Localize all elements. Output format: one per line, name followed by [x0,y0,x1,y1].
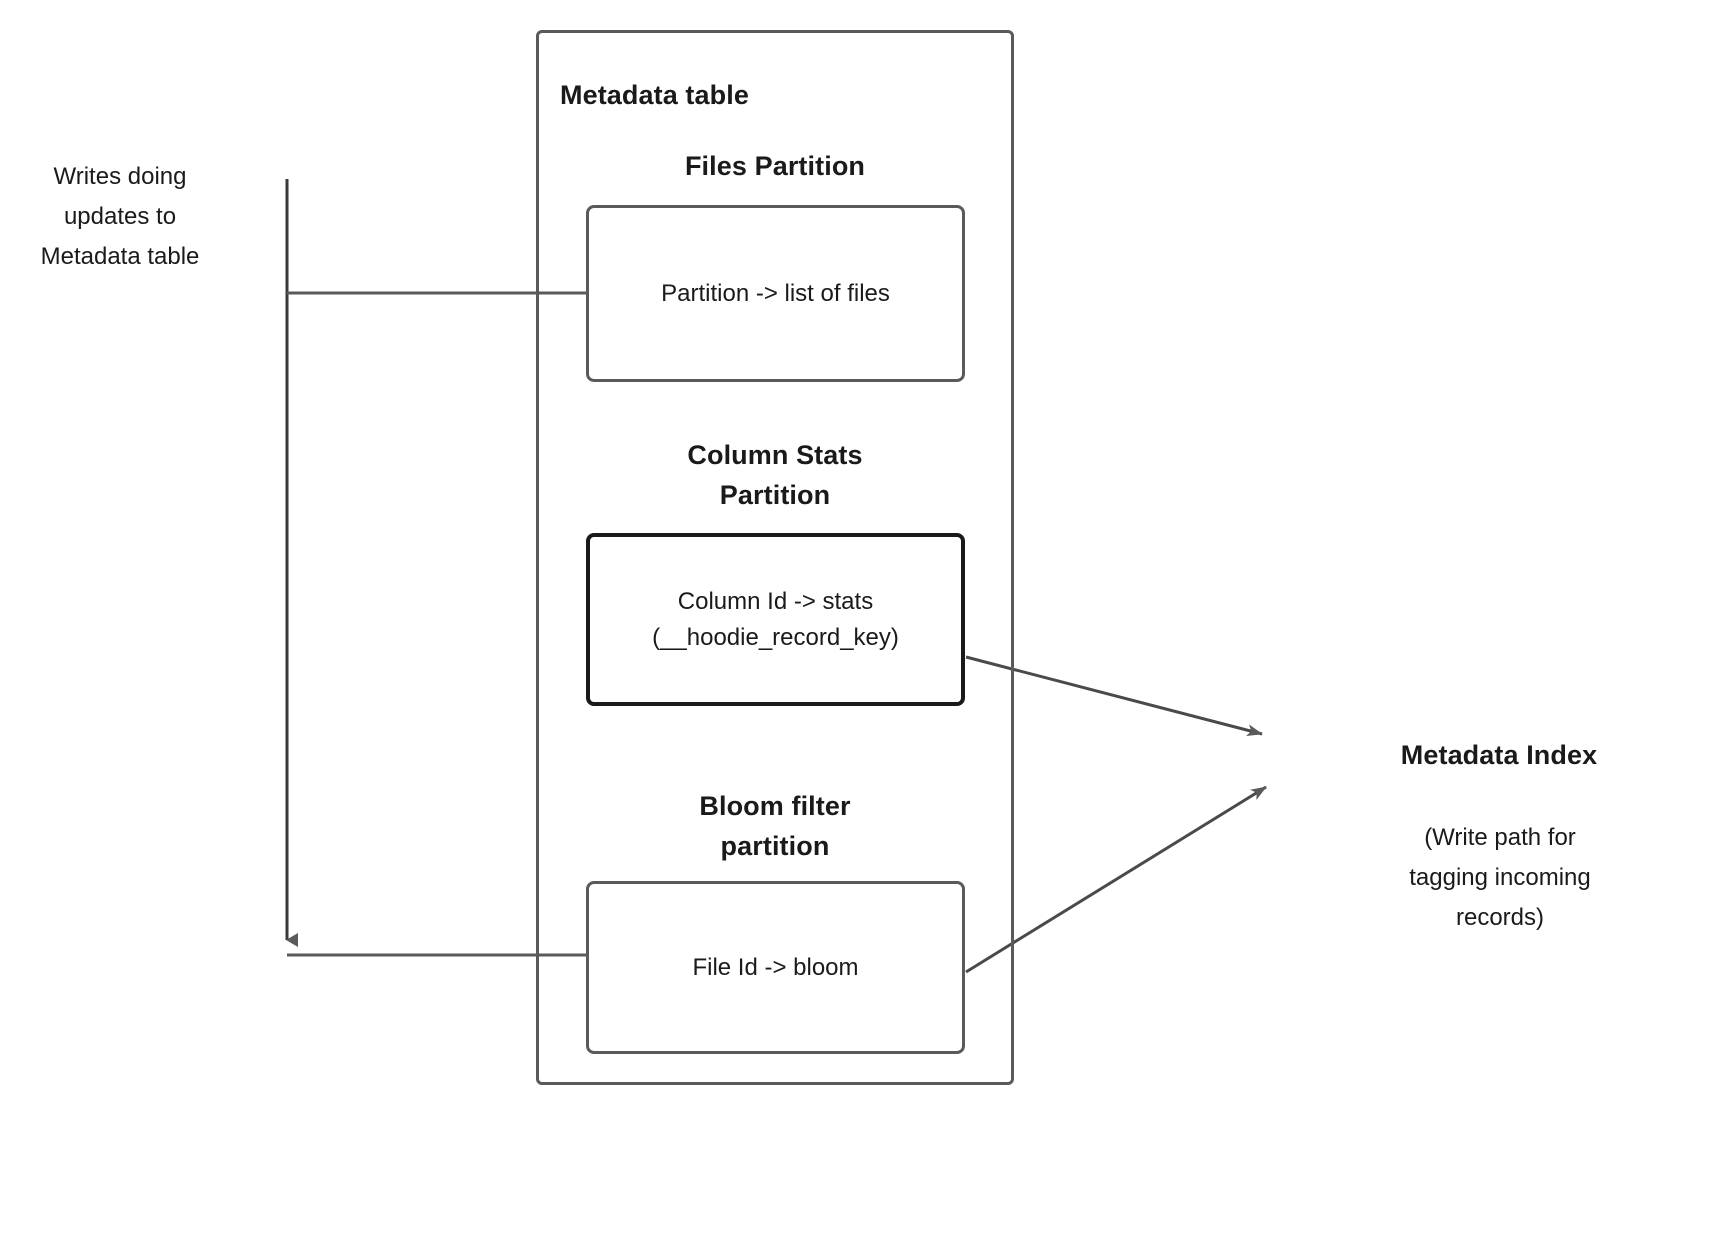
bloom-filter-box-text: File Id -> bloom [692,953,859,981]
bloom-filter-partition-box: File Id -> bloom [586,881,965,1054]
bloom-filter-partition-heading: Bloom filter partition [536,786,1014,866]
metadata-table-title: Metadata table [560,80,749,110]
files-partition-box-text: Partition -> list of files [661,279,890,307]
writes-label-line-2: updates to [63,203,177,230]
column-stats-partition-box: Column Id -> stats (__hoodie_record_key) [586,533,965,706]
files-partition-box: Partition -> list of files [586,205,965,382]
column-stats-box-line-2: (__hoodie_record_key) [652,623,899,651]
writes-updates-label: Writes doing updates to Metadata table [10,157,230,277]
bloom-filter-heading-line-1: Bloom filter [699,791,851,821]
column-stats-box-line-1: Column Id -> stats [677,587,874,615]
files-partition-heading: Files Partition [536,146,1014,186]
column-stats-heading-line-2: Partition [719,480,831,510]
metadata-index-caption: (Write path for tagging incoming records… [1300,818,1700,938]
writes-label-line-1: Writes doing [53,163,187,190]
metadata-table-container [536,30,1014,1085]
column-stats-partition-heading: Column Stats Partition [536,435,1014,515]
writes-label-line-3: Metadata table [40,243,200,270]
metadata-index-caption-line-2: tagging incoming [1409,864,1591,891]
column-stats-box-text-wrap: Column Id -> stats (__hoodie_record_key) [652,584,899,656]
metadata-index-title: Metadata Index [1400,740,1598,770]
files-partition-heading-line-1: Files Partition [684,151,866,181]
column-stats-heading-line-1: Column Stats [687,440,863,470]
bloom-filter-heading-line-2: partition [720,831,830,861]
metadata-index-caption-line-1: (Write path for [1424,824,1576,851]
metadata-index-caption-line-3: records) [1455,904,1545,931]
